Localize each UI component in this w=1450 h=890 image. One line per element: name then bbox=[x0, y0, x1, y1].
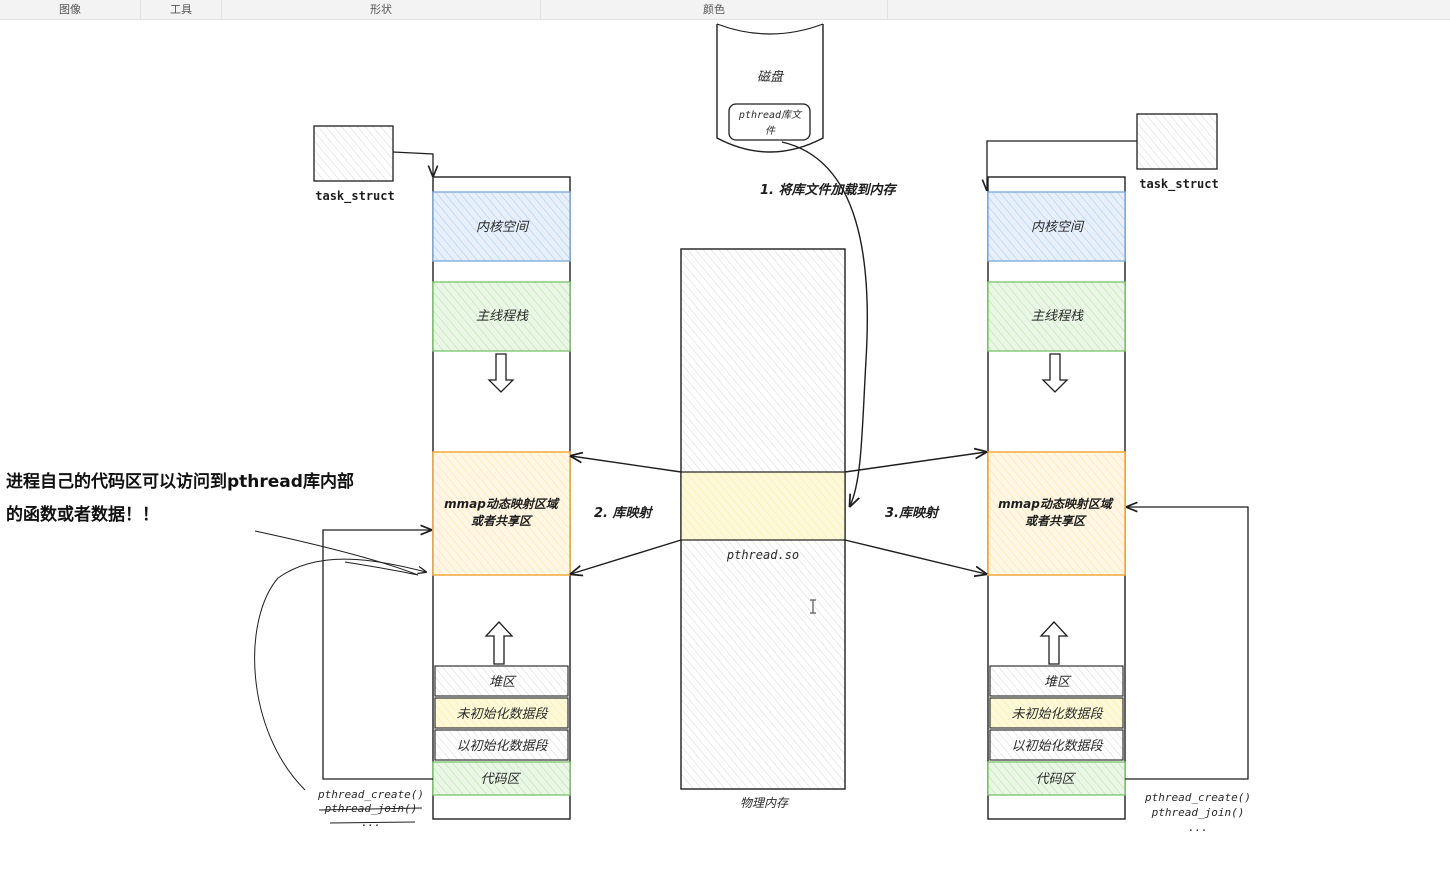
right-data bbox=[989, 729, 1124, 761]
right-task-struct-arrow bbox=[987, 140, 1137, 190]
right-stack-label: 主线程栈 bbox=[1031, 309, 1084, 324]
right-call-2: pthread_join() bbox=[1151, 806, 1245, 819]
load-arrow bbox=[781, 141, 868, 506]
left-bss-label: 未初始化数据段 bbox=[456, 707, 549, 722]
left-call-1: pthread_create() bbox=[317, 788, 424, 801]
left-task-struct: task_struct bbox=[313, 125, 395, 204]
toolbar-item-colors[interactable]: 颜色 bbox=[541, 0, 888, 19]
left-kernel-label: 内核空间 bbox=[476, 220, 530, 235]
left-mmap-region bbox=[432, 451, 571, 576]
left-task-struct-label: task_struct bbox=[315, 189, 394, 204]
right-call-1: pthread_create() bbox=[1144, 791, 1251, 804]
right-mmap-label-2: 或者共享区 bbox=[1025, 514, 1087, 528]
right-heap-up-arrow-icon bbox=[1039, 621, 1069, 665]
left-code-label: 代码区 bbox=[480, 772, 521, 787]
lib-file-label-2: 件 bbox=[765, 125, 776, 137]
left-map-arrow-bottom bbox=[571, 539, 682, 574]
left-heap bbox=[434, 665, 569, 697]
right-kernel-label: 内核空间 bbox=[1031, 220, 1085, 235]
left-mmap-label-2: 或者共享区 bbox=[471, 514, 533, 528]
left-bss bbox=[434, 697, 569, 729]
right-heap-label: 堆区 bbox=[1044, 675, 1072, 690]
right-map-arrow-top bbox=[844, 452, 986, 473]
physical-memory: pthread.so 物理内存 bbox=[680, 248, 846, 810]
left-freehand-arrow bbox=[254, 558, 426, 791]
right-map-arrow-bottom bbox=[844, 539, 986, 574]
physical-memory-label: 物理内存 bbox=[740, 796, 790, 810]
left-task-struct-arrow bbox=[392, 151, 433, 176]
left-stack-label: 主线程栈 bbox=[476, 309, 529, 324]
step-map-left-label: 2. 库映射 bbox=[594, 505, 654, 521]
toolbar-item-shapes[interactable]: 形状 bbox=[222, 0, 541, 19]
right-code-to-mmap-arrow bbox=[1125, 507, 1249, 780]
note-line-2: 的函数或者数据！！ bbox=[6, 505, 159, 525]
text-cursor-icon bbox=[810, 599, 816, 614]
lib-file-label-1: pthread库文 bbox=[738, 109, 803, 121]
right-bss bbox=[989, 697, 1124, 729]
note-text: 进程自己的代码区可以访问到pthread库内部 的函数或者数据！！ bbox=[6, 466, 386, 532]
left-stack-down-arrow-icon bbox=[487, 353, 515, 393]
right-mmap-label-1: mmap动态映射区域 bbox=[998, 497, 1114, 511]
left-data-label: 以初始化数据段 bbox=[456, 739, 549, 754]
right-data-label: 以初始化数据段 bbox=[1011, 739, 1104, 754]
right-code-label: 代码区 bbox=[1035, 772, 1076, 787]
step-load-label: 1. 将库文件加载到内存 bbox=[760, 182, 898, 198]
left-mmap-label-1: mmap动态映射区域 bbox=[444, 497, 560, 511]
toolbar: 图像 工具 形状 颜色 bbox=[0, 0, 1450, 20]
toolbar-item-tools[interactable]: 工具 bbox=[141, 0, 222, 19]
left-data bbox=[434, 729, 569, 761]
pthread-so-region bbox=[680, 471, 846, 541]
toolbar-item-image[interactable]: 图像 bbox=[0, 0, 141, 19]
right-stack-down-arrow-icon bbox=[1041, 353, 1069, 393]
right-call-3: ... bbox=[1188, 821, 1208, 834]
left-code-to-mmap-arrow bbox=[322, 530, 433, 780]
left-main-stack bbox=[432, 281, 571, 352]
right-task-struct: task_struct bbox=[1136, 113, 1219, 192]
left-kernel-space bbox=[432, 191, 571, 262]
right-main-stack bbox=[987, 281, 1126, 352]
pthread-so-label: pthread.so bbox=[726, 548, 799, 562]
right-kernel-space bbox=[987, 191, 1126, 262]
right-task-struct-label: task_struct bbox=[1139, 177, 1218, 192]
left-heap-up-arrow-icon bbox=[484, 621, 514, 665]
note-line-1: 进程自己的代码区可以访问到pthread库内部 bbox=[6, 472, 354, 492]
left-heap-label: 堆区 bbox=[489, 675, 517, 690]
step-map-right-label: 3.库映射 bbox=[885, 505, 940, 521]
pthread-lib-file: pthread库文 件 bbox=[728, 103, 811, 141]
right-bss-label: 未初始化数据段 bbox=[1011, 707, 1104, 722]
left-map-arrow-top bbox=[571, 456, 682, 473]
right-mmap-region bbox=[987, 451, 1126, 576]
disk-label: 磁盘 bbox=[757, 69, 785, 85]
left-freehand-stroke bbox=[254, 530, 419, 576]
right-heap bbox=[989, 665, 1124, 697]
right-address-space: 内核空间 主线程栈 mmap动态映射区域 或者共享区 堆区 未初始化数据段 以初… bbox=[987, 176, 1126, 820]
left-address-space: 内核空间 主线程栈 mmap动态映射区域 或者共享区 堆区 未初始化数据段 以初… bbox=[432, 176, 571, 820]
